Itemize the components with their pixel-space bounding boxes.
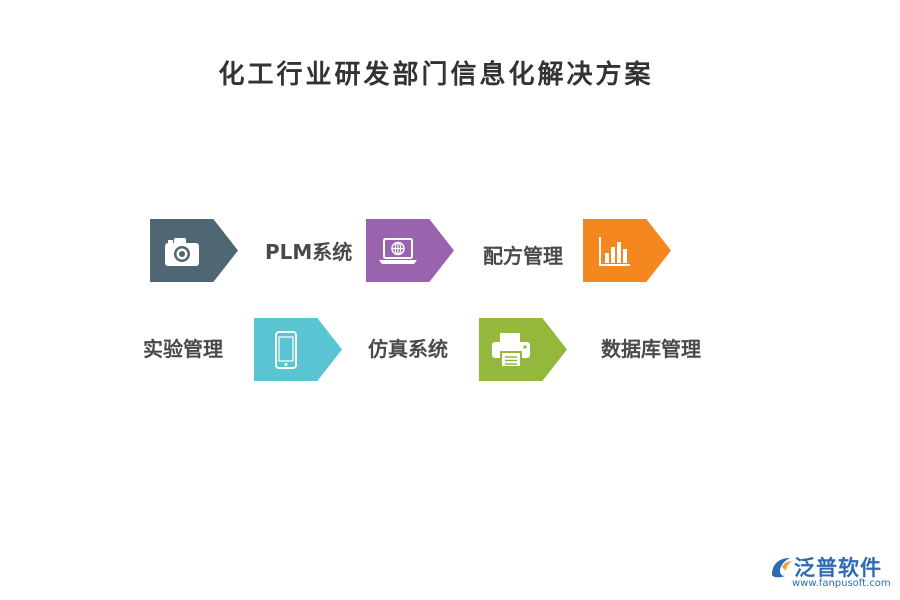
step-simulation-chevron bbox=[254, 318, 342, 381]
step-formula-chevron bbox=[366, 219, 454, 282]
printer-icon bbox=[479, 331, 543, 369]
step-label-plm: PLM系统 bbox=[265, 240, 353, 264]
fanpu-logo-icon bbox=[772, 558, 792, 578]
smartphone-icon bbox=[254, 330, 318, 370]
page-title: 化工行业研发部门信息化解决方案 bbox=[218, 60, 654, 90]
bar-chart-icon bbox=[583, 234, 647, 268]
step-experiment-chevron bbox=[583, 219, 671, 282]
camera-icon bbox=[150, 234, 214, 268]
step-database-chevron bbox=[479, 318, 567, 381]
step-label-database: 数据库管理 bbox=[601, 337, 701, 361]
brand-logo: 泛普软件 www.fanpusoft.com bbox=[768, 552, 891, 589]
logo-name: 泛普软件 bbox=[794, 556, 882, 580]
step-label-experiment: 实验管理 bbox=[143, 337, 223, 361]
logo-url: www.fanpusoft.com bbox=[792, 578, 891, 589]
laptop-globe-icon bbox=[366, 236, 430, 266]
step-plm-chevron bbox=[150, 219, 238, 282]
step-label-simulation: 仿真系统 bbox=[368, 337, 448, 361]
step-label-formula: 配方管理 bbox=[483, 244, 563, 268]
